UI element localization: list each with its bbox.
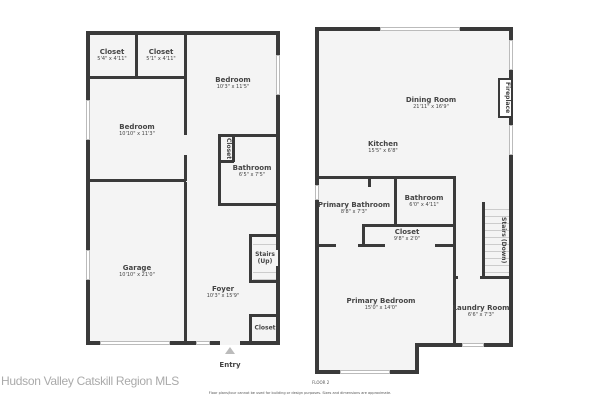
room-name: Bedroom	[215, 76, 251, 84]
room-name: Closet	[394, 228, 420, 236]
room-dims: 5'4" x 4'11"	[97, 56, 127, 62]
floor-label: FLOOR 2	[312, 380, 330, 385]
room-dims: 21'11" x 16'9"	[413, 104, 449, 110]
room-name: Primary Bedroom	[346, 297, 416, 305]
disclaimer: Floor plans/tour cannot be used for buil…	[208, 391, 392, 395]
room-dims: 10'3" x 11'5"	[216, 84, 250, 90]
room-name: Closet	[99, 48, 125, 56]
room-name: Bedroom	[119, 123, 155, 131]
entry-label: Entry	[219, 361, 240, 369]
room-dims: 15'5" x 6'8"	[368, 148, 398, 154]
entry-arrow-icon	[225, 347, 235, 354]
room-name: Garage	[122, 264, 152, 272]
room-dims: 15'0" x 14'0"	[364, 305, 398, 311]
room-dims: 10'10" x 11'3"	[119, 131, 155, 137]
room-name: Bathroom	[404, 194, 444, 202]
room-name: Kitchen	[367, 140, 399, 148]
room-dims: 6'6" x 7'3"	[467, 312, 495, 318]
small-closet-label: Closet	[225, 138, 232, 160]
room-dims: 10'3" x 15'9"	[206, 293, 240, 299]
room-name: Closet	[148, 48, 174, 56]
room-name: Dining Room	[405, 96, 457, 104]
room-dims: 9'8" x 2'0"	[393, 236, 421, 242]
closet-bottom-label: Closet	[254, 325, 275, 332]
watermark: Hudson Valley Catskill Region MLS	[1, 374, 179, 388]
stairs-down-label: Stairs (Down)	[500, 216, 507, 264]
room-dims: 6'5" x 7'5"	[238, 172, 266, 178]
room-name: Primary Bathroom	[317, 201, 391, 209]
room-name: Foyer	[211, 285, 235, 293]
room-name: Bathroom	[232, 164, 272, 172]
room-name: Laundry Room	[452, 304, 510, 312]
stairs-up-label: Stairs (Up)	[252, 250, 278, 266]
room-dims: 8'8" x 7'3"	[340, 209, 368, 215]
room-dims: 10'10" x 21'0"	[119, 272, 155, 278]
room-dims: 5'1" x 4'11"	[146, 56, 176, 62]
fireplace-label: Fireplace	[504, 82, 511, 114]
room-dims: 6'0" x 4'11"	[409, 202, 439, 208]
entry-text: Entry	[219, 361, 241, 369]
closet-text: Closet	[254, 324, 276, 332]
stairs-text: Stairs (Up)	[255, 251, 275, 265]
